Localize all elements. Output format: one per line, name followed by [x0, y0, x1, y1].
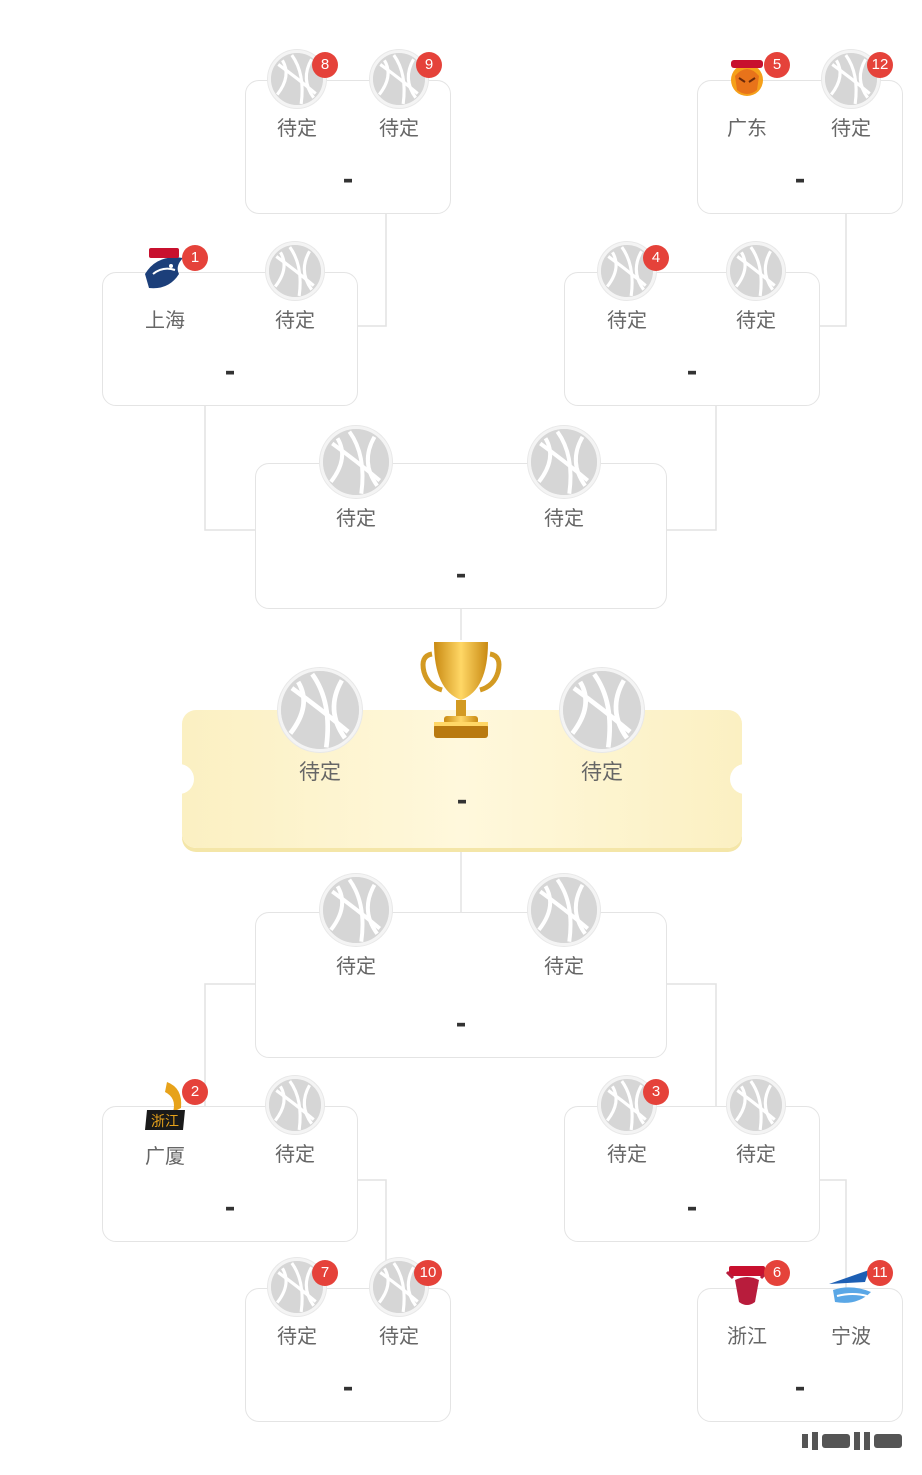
basketball-placeholder-icon — [727, 1076, 785, 1134]
team-slot[interactable]: 待定 — [316, 874, 396, 979]
team-name: 待定 — [277, 116, 317, 140]
team-slot[interactable]: 待定 — [364, 50, 434, 141]
banner-notch-left — [178, 764, 194, 794]
basketball-placeholder-icon — [370, 50, 428, 108]
trophy-icon — [418, 634, 504, 752]
guangdong-tigers-logo — [723, 54, 771, 102]
svg-text:浙江: 浙江 — [151, 1114, 179, 1130]
match-score: - — [455, 1009, 467, 1039]
seed-badge: 9 — [416, 52, 442, 78]
signal-icon — [802, 1434, 808, 1448]
team-slot-guangsha[interactable]: 浙江 广厦 — [130, 1078, 200, 1169]
match-card-top-left-qf[interactable]: - — [102, 272, 358, 406]
team-slot-ningbo[interactable]: 宁波 — [816, 1262, 886, 1349]
basketball-placeholder-icon — [278, 668, 362, 752]
team-name: 待定 — [379, 116, 419, 140]
match-score: - — [794, 1373, 806, 1403]
team-slot[interactable]: 待定 — [260, 242, 330, 333]
team-slot[interactable]: 待定 — [524, 874, 604, 979]
team-slot-guangdong[interactable]: 广东 — [712, 54, 782, 141]
team-slot[interactable]: 待定 — [524, 426, 604, 531]
team-name: 待定 — [336, 506, 376, 530]
team-slot[interactable]: 待定 — [364, 1258, 434, 1349]
seed-badge: 2 — [182, 1079, 208, 1105]
team-name: 广厦 — [145, 1144, 185, 1168]
match-card-bottom-semi[interactable]: - — [255, 912, 667, 1058]
basketball-placeholder-icon — [727, 242, 785, 300]
team-slot-shanghai[interactable]: 上海 — [130, 244, 200, 333]
match-score: - — [686, 357, 698, 387]
signal-icon — [854, 1432, 860, 1450]
seed-badge: 1 — [182, 245, 208, 271]
seed-badge: 8 — [312, 52, 338, 78]
team-name: 待定 — [275, 308, 315, 332]
team-name: 待定 — [379, 1324, 419, 1348]
team-name: 待定 — [736, 308, 776, 332]
match-score: - — [224, 357, 236, 387]
team-slot[interactable]: 待定 — [558, 668, 646, 786]
banner-notch-right — [730, 764, 746, 794]
team-name: 待定 — [607, 308, 647, 332]
match-score: - — [342, 1373, 354, 1403]
seed-badge: 10 — [414, 1260, 442, 1286]
match-score: - — [224, 1193, 236, 1223]
team-slot[interactable]: 待定 — [721, 242, 791, 333]
basketball-placeholder-icon — [320, 874, 392, 946]
match-score: - — [794, 165, 806, 195]
basketball-placeholder-icon — [266, 242, 324, 300]
team-slot-zhejiang[interactable]: 浙江 — [712, 1262, 782, 1349]
match-score: - — [686, 1193, 698, 1223]
final-score: - — [456, 786, 468, 816]
battery-icon — [822, 1434, 850, 1448]
signal-icon — [812, 1432, 818, 1450]
basketball-placeholder-icon — [266, 1076, 324, 1134]
system-status-bar — [802, 1430, 902, 1452]
match-card-bottom-right-qf[interactable]: - — [564, 1106, 820, 1242]
team-name: 待定 — [277, 1324, 317, 1348]
seed-badge: 3 — [643, 1079, 669, 1105]
match-score: - — [455, 560, 467, 590]
match-card-top-semi[interactable]: - — [255, 463, 667, 609]
seed-badge: 5 — [764, 52, 790, 78]
team-slot[interactable]: 待定 — [276, 668, 364, 786]
seed-badge: 4 — [643, 245, 669, 271]
team-name: 待定 — [299, 760, 341, 784]
team-slot[interactable]: 待定 — [721, 1076, 791, 1167]
team-name: 待定 — [544, 506, 584, 530]
team-name: 上海 — [145, 308, 185, 332]
basketball-placeholder-icon — [528, 874, 600, 946]
signal-icon — [864, 1432, 870, 1450]
team-slot[interactable]: 待定 — [316, 426, 396, 531]
shanghai-sharks-logo — [139, 244, 191, 296]
match-card-bottom-right-outer[interactable]: - — [697, 1288, 903, 1422]
match-card-top-right-outer[interactable]: - — [697, 80, 903, 214]
team-name: 宁波 — [831, 1324, 871, 1348]
match-score: - — [342, 165, 354, 195]
team-slot[interactable]: 待定 — [260, 1076, 330, 1167]
seed-badge: 12 — [867, 52, 893, 78]
seed-badge: 11 — [867, 1260, 893, 1286]
team-name: 待定 — [544, 954, 584, 978]
team-name: 待定 — [607, 1142, 647, 1166]
team-name: 待定 — [275, 1142, 315, 1166]
basketball-placeholder-icon — [268, 50, 326, 108]
zhejiang-lions-logo: 浙江 — [137, 1078, 193, 1134]
team-name: 浙江 — [727, 1324, 767, 1348]
basketball-placeholder-icon — [320, 426, 392, 498]
team-name: 待定 — [336, 954, 376, 978]
team-slot[interactable]: 待定 — [262, 50, 332, 141]
basketball-placeholder-icon — [560, 668, 644, 752]
seed-badge: 7 — [312, 1260, 338, 1286]
ningbo-rockets-logo — [825, 1262, 877, 1310]
match-card-bottom-left-qf[interactable]: - — [102, 1106, 358, 1242]
team-name: 待定 — [736, 1142, 776, 1166]
match-card-top-right-qf[interactable]: - — [564, 272, 820, 406]
team-name: 待定 — [581, 760, 623, 784]
team-name: 待定 — [831, 116, 871, 140]
battery-icon — [874, 1434, 902, 1448]
basketball-placeholder-icon — [370, 1258, 428, 1316]
seed-badge: 6 — [764, 1260, 790, 1286]
basketball-placeholder-icon — [528, 426, 600, 498]
team-name: 广东 — [727, 116, 767, 140]
